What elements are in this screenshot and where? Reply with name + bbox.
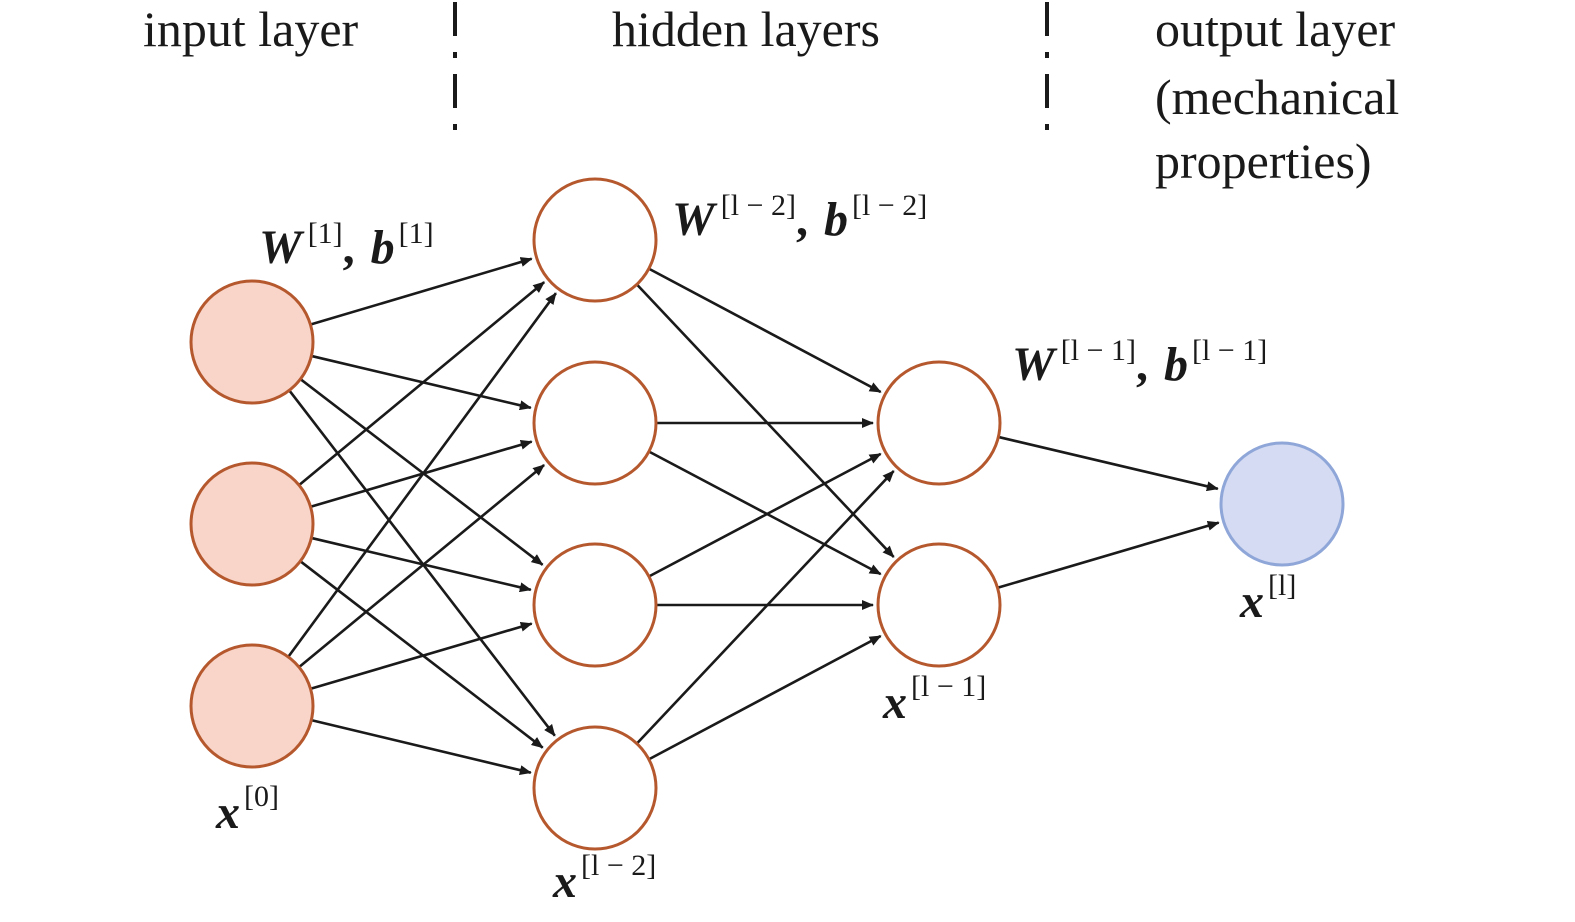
bias-superscript-open: [ <box>1192 334 1202 367</box>
x-superscript-var: l <box>921 670 929 703</box>
bias-superscript-var: l <box>862 189 870 222</box>
x-superscript-var: l <box>591 849 599 882</box>
output-node <box>1219 441 1345 567</box>
weight-superscript-open: [ <box>721 189 731 222</box>
output-layer-nodes <box>1219 441 1345 567</box>
connection-arrow-l0-n1-to-n1 <box>311 257 533 326</box>
output-layer-title-line-1: output layer <box>1155 1 1396 57</box>
hidden1-node-1 <box>532 177 658 303</box>
weight-superscript-var: l <box>1071 334 1079 367</box>
connection-arrow-l0-n3-to-n2 <box>298 463 545 668</box>
x-superscript: [0] <box>244 780 279 813</box>
connection-arrow-l1-n1-to-n2 <box>636 284 895 558</box>
x-symbol: x <box>215 786 240 839</box>
weight-symbol: W <box>1012 338 1058 391</box>
weights-bias-label-layer-l-2: W[l − 2],b[l − 2] <box>672 189 927 246</box>
weight-superscript-var: l <box>731 189 739 222</box>
separator-comma: , <box>1136 338 1148 391</box>
x-superscript-rest: ] <box>1286 569 1296 602</box>
bias-superscript-rest: − 1] <box>1210 334 1267 367</box>
connection-arrow-l1-n2-to-n2 <box>649 450 882 576</box>
connection-arrow-l0-n2-to-n1 <box>298 281 546 486</box>
connection-arrow-l1-n3-to-n1 <box>649 452 882 578</box>
hidden1-node-3 <box>532 542 658 668</box>
bias-symbol: b <box>824 193 848 246</box>
connection-arrow-l0-n3-to-n3 <box>311 621 533 690</box>
separator-comma: , <box>343 221 355 274</box>
hidden2-vector-label: x[l − 1] <box>882 670 986 729</box>
weights-bias-label-layer-l-1: W[l − 1],b[l − 1] <box>1012 334 1267 391</box>
bias-superscript: [1] <box>399 217 434 250</box>
bias-symbol: b <box>1164 338 1188 391</box>
output-layer-title-line-3: properties) <box>1155 133 1372 189</box>
connection-arrow-l0-n3-to-n4 <box>311 719 532 776</box>
weight-superscript-rest: − 2] <box>739 189 796 222</box>
x-superscript-var: l <box>1278 569 1286 602</box>
bias-symbol: b <box>371 221 395 274</box>
weights-bias-label-layer-1: W[1],b[1] <box>259 217 434 274</box>
hidden1-vector-label: x[l − 2] <box>552 849 656 908</box>
weight-superscript: [1] <box>308 217 343 250</box>
x-superscript-open: [ <box>911 670 921 703</box>
connection-arrow-l2-n2-to-n1 <box>998 520 1220 589</box>
bias-superscript-var: l <box>1202 334 1210 367</box>
connection-arrow-l1-n4-to-n1 <box>636 470 895 744</box>
bias-superscript-rest: − 2] <box>870 189 927 222</box>
connection-arrow-l1-n1-to-n1 <box>649 267 882 394</box>
connection-arrow-l0-n1-to-n3 <box>300 378 544 566</box>
weight-superscript-open: [ <box>1061 334 1071 367</box>
x-superscript-open: [ <box>581 849 591 882</box>
weight-symbol: W <box>259 221 305 274</box>
connection-arrow-l0-n3-to-n1 <box>287 292 557 657</box>
x-symbol: x <box>882 676 907 729</box>
connection-arrow-l0-n2-to-n3 <box>312 536 532 593</box>
connections <box>287 257 1220 776</box>
hidden-layers-title: hidden layers <box>612 1 880 57</box>
input-layer-nodes <box>189 279 315 769</box>
input-node-2 <box>189 461 315 587</box>
x-superscript-rest: − 2] <box>599 849 656 882</box>
hidden1-node-4 <box>532 725 658 851</box>
input-node-3 <box>189 643 315 769</box>
separator-comma: , <box>796 193 808 246</box>
connection-arrow-l1-n4-to-n2 <box>649 634 882 761</box>
hidden-layer-1-nodes <box>532 177 658 851</box>
input-vector-label: x[0] <box>215 780 279 839</box>
hidden-layer-2-nodes <box>876 360 1002 668</box>
x-superscript-open: [ <box>1268 569 1278 602</box>
bias-superscript-open: [ <box>852 189 862 222</box>
hidden2-node-1 <box>876 360 1002 486</box>
hidden2-node-2 <box>876 542 1002 668</box>
x-superscript-rest: − 1] <box>929 670 986 703</box>
x-symbol: x <box>1239 575 1264 628</box>
input-layer-title: input layer <box>143 1 359 57</box>
hidden1-node-2 <box>532 360 658 486</box>
weight-superscript-rest: − 1] <box>1079 334 1136 367</box>
output-layer-title-line-2: (mechanical <box>1155 69 1399 125</box>
weight-symbol: W <box>672 193 718 246</box>
input-node-1 <box>189 279 315 405</box>
output-vector-label: x[l] <box>1239 569 1296 628</box>
connection-arrow-l2-n1-to-n1 <box>999 435 1219 492</box>
x-symbol: x <box>552 855 577 908</box>
